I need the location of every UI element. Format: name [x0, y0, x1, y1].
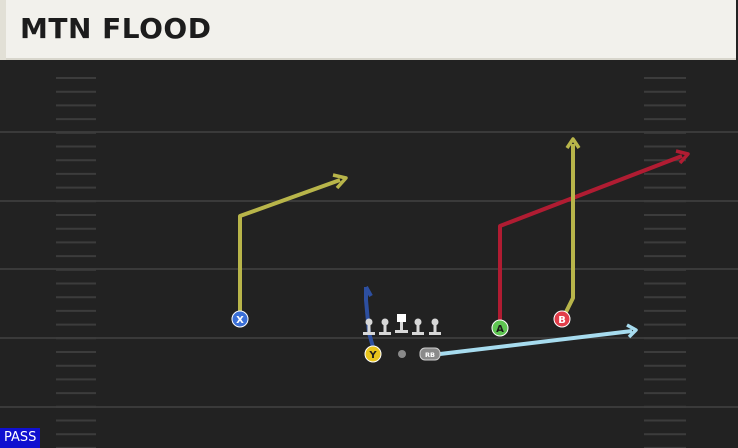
- route-arrowhead: [364, 286, 373, 297]
- route-arrowhead: [332, 173, 348, 190]
- route-y: [364, 286, 375, 348]
- player-a-icon[interactable]: A: [491, 319, 509, 337]
- route-rb: [439, 323, 638, 356]
- lineman-lt: [363, 318, 375, 335]
- yard-lines: [0, 131, 738, 408]
- play-type-badge: PASS: [0, 428, 41, 448]
- route-b: [561, 137, 581, 319]
- player-rb-icon[interactable]: RB: [419, 347, 441, 361]
- title-accent: [0, 0, 6, 60]
- offensive-line: [363, 314, 441, 335]
- route-arrowhead: [626, 323, 638, 339]
- player-y-icon[interactable]: Y: [364, 345, 382, 363]
- player-rb-label: RB: [425, 351, 435, 359]
- player-y-label: Y: [368, 350, 377, 361]
- route-a: [498, 149, 690, 327]
- lineman-lg: [379, 318, 391, 335]
- route-x: [238, 173, 348, 318]
- lineman-center: [395, 314, 408, 333]
- player-b-icon[interactable]: B: [553, 310, 571, 328]
- route-line: [238, 178, 341, 318]
- route-line: [561, 144, 575, 319]
- player-x-label: X: [236, 315, 244, 326]
- route-arrowhead: [675, 149, 690, 165]
- quarterback-marker: [398, 350, 406, 358]
- route-line: [439, 329, 633, 356]
- lineman-rt: [429, 318, 441, 335]
- play-title-bar: MTN FLOOD: [0, 0, 736, 60]
- player-b-label: B: [558, 315, 566, 326]
- player-a-label: A: [496, 324, 504, 335]
- route-arrowhead: [565, 137, 581, 149]
- play-title: MTN FLOOD: [20, 12, 212, 45]
- route-line: [498, 154, 683, 327]
- player-x-icon[interactable]: X: [231, 310, 249, 328]
- route-line: [364, 287, 375, 348]
- lineman-rg: [412, 318, 424, 335]
